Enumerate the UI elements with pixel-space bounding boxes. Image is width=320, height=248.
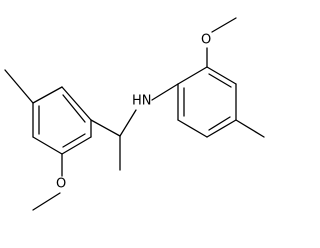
double-bond-inner (62, 94, 86, 123)
bond (206, 119, 237, 138)
bond (211, 17, 237, 33)
bond (4, 69, 34, 104)
right-aromatic-ring (177, 66, 237, 138)
left-aromatic-ring (32, 86, 92, 155)
bond (235, 119, 265, 138)
bond (206, 66, 237, 85)
double-bond-inner (62, 133, 86, 148)
double-bond-inner (208, 116, 231, 131)
bond (32, 86, 63, 104)
bond (151, 83, 179, 101)
bond (32, 192, 61, 211)
bond (61, 136, 92, 155)
nitrogen-atom-label: HN (132, 94, 152, 109)
bond (61, 86, 92, 121)
bond (119, 109, 137, 137)
bond (177, 119, 208, 138)
oxygen-atom-label: O (201, 33, 211, 48)
double-bond-inner (208, 73, 232, 88)
bond (90, 119, 121, 137)
chemical-structure-canvas: O HN O (4, 17, 265, 211)
bond (32, 136, 63, 155)
bond (177, 66, 208, 85)
oxygen-atom-label: O (56, 177, 66, 192)
molecule-drawing: O HN O (4, 17, 265, 211)
